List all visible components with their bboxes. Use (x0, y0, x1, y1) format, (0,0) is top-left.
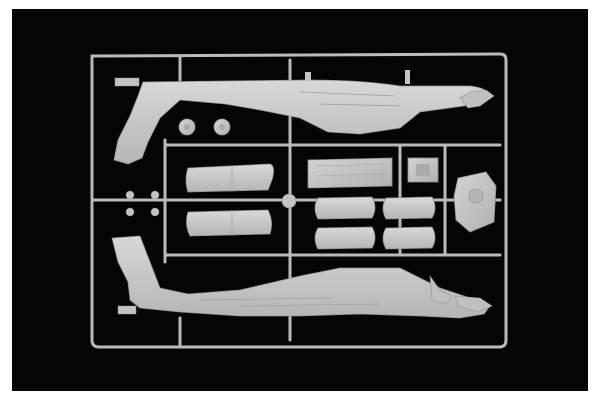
wheels (125, 118, 297, 217)
cockpit-tub (307, 157, 393, 189)
upper-fuselage-half (113, 70, 495, 165)
lower-fuselage-half (111, 235, 493, 319)
tail-gearbox-part (453, 171, 497, 233)
engine-nacelle-parts (314, 196, 436, 250)
stub-wings (185, 163, 274, 237)
gear-box (407, 157, 439, 183)
